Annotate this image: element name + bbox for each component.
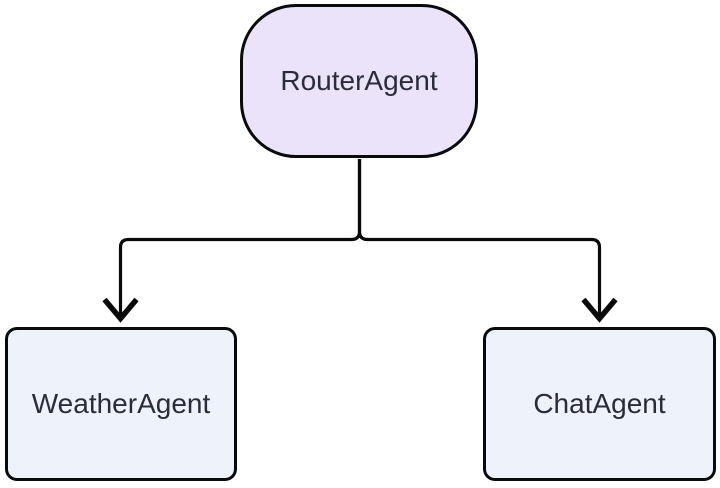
arrowhead-down-weather-icon [102,297,139,323]
node-router-agent: RouterAgent [240,4,478,158]
node-weather-agent: WeatherAgent [5,327,237,481]
edge-router-to-weather [118,159,362,317]
node-chat-agent: ChatAgent [483,327,716,481]
node-weather-agent-label: WeatherAgent [31,388,211,419]
node-chat-agent-label: ChatAgent [533,388,666,419]
arrowhead-down-chat-icon [581,297,618,323]
node-router-agent-label: RouterAgent [280,65,438,96]
edge-router-to-chat [357,159,602,317]
